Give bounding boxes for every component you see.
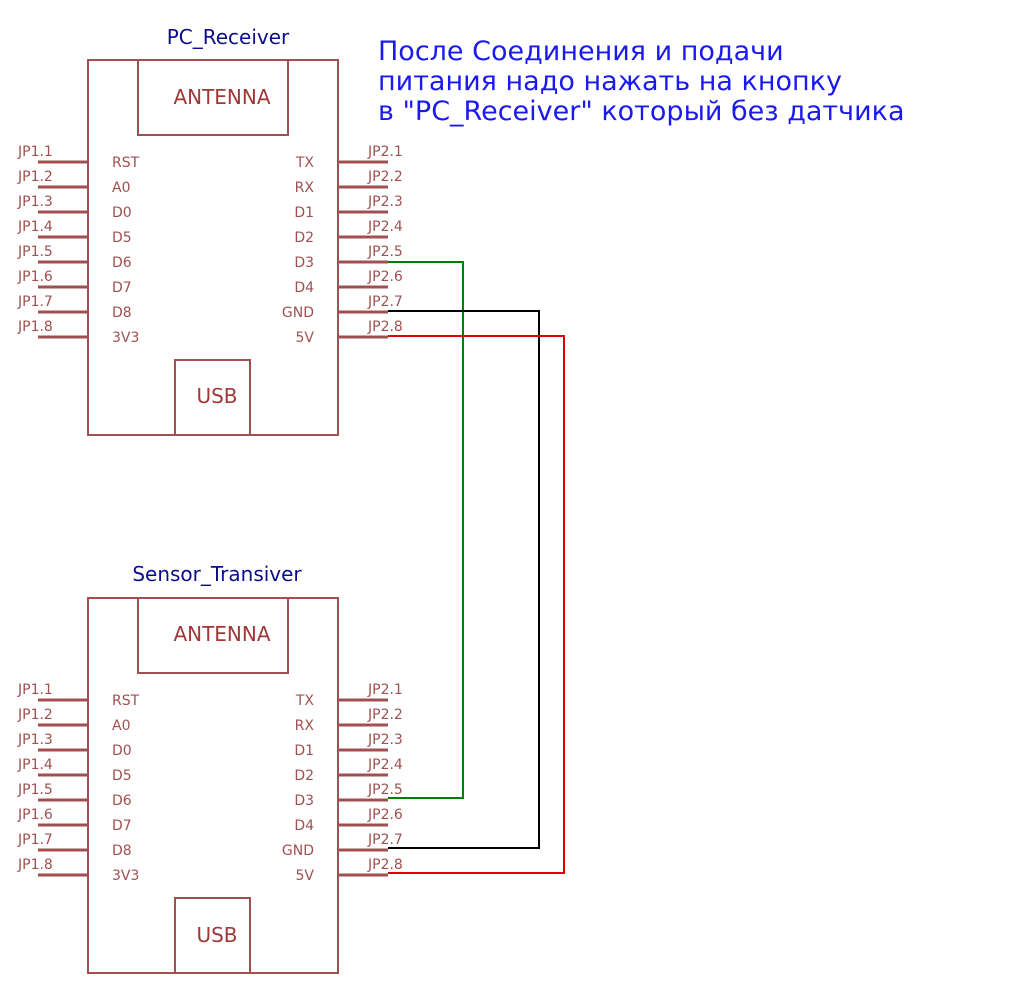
left-signal-label: RST [112,693,140,709]
pin-rows: JP1.1RSTJP2.1TXJP1.2A0JP2.2RXJP1.3D0JP2.… [17,682,403,884]
left-signal-label: D7 [112,280,132,296]
module-outline [87,59,339,436]
right-signal-label: GND [282,305,314,321]
right-pin-label: JP2.1 [367,144,403,160]
module-outline [87,597,339,974]
module-pc-receiver: PC_Receiver ANTENNA USB JP1.1RSTJP2.1TXJ… [17,25,403,436]
right-signal-label: TX [295,693,315,709]
left-pin-label: JP1.1 [17,144,53,160]
left-signal-label: D5 [112,230,132,246]
right-pin-label: JP2.1 [367,682,403,698]
right-signal-label: D3 [294,793,314,809]
left-pin-label: JP1.8 [17,319,53,335]
left-signal-label: 3V3 [112,330,139,346]
right-pin-label: JP2.4 [367,757,403,773]
right-pin-label: JP2.3 [367,194,403,210]
right-signal-label: RX [295,180,315,196]
right-pin-label: JP2.7 [367,294,403,310]
right-pin-label: JP2.5 [367,782,403,798]
left-pin-label: JP1.2 [17,169,53,185]
right-signal-label: RX [295,718,315,734]
right-signal-label: 5V [296,868,315,884]
antenna-label: ANTENNA [173,622,270,646]
usb-label: USB [196,923,237,947]
right-pin-label: JP2.7 [367,832,403,848]
right-pin-label: JP2.5 [367,244,403,260]
right-signal-label: D1 [294,205,314,221]
right-pin-label: JP2.6 [367,269,403,285]
right-pin-label: JP2.4 [367,219,403,235]
wire-d3 [388,261,464,799]
right-signal-label: D3 [294,255,314,271]
left-pin-label: JP1.7 [17,832,53,848]
left-pin-label: JP1.6 [17,269,53,285]
right-pin-label: JP2.6 [367,807,403,823]
left-signal-label: D6 [112,255,132,271]
module-title: PC_Receiver [167,25,290,49]
left-signal-label: 3V3 [112,868,139,884]
right-signal-label: GND [282,843,314,859]
antenna-block [137,59,289,136]
left-signal-label: D8 [112,305,132,321]
note-line-2: питания надо нажать на кнопку [378,66,842,97]
usb-block [174,359,251,436]
left-signal-label: D5 [112,768,132,784]
usb-block [174,897,251,974]
right-signal-label: D4 [294,280,314,296]
left-pin-label: JP1.8 [17,857,53,873]
right-signal-label: 5V [296,330,315,346]
left-pin-label: JP1.2 [17,707,53,723]
left-signal-label: D8 [112,843,132,859]
left-pin-label: JP1.4 [17,757,53,773]
wire-gnd [388,310,540,849]
left-pin-label: JP1.1 [17,682,53,698]
usb-label: USB [196,384,237,408]
antenna-label: ANTENNA [173,85,270,109]
left-pin-label: JP1.3 [17,732,53,748]
right-pin-label: JP2.8 [367,319,403,335]
note-line-3: в "PC_Receiver" который без датчика [378,96,905,127]
note-line-1: После Соединения и подачи [378,36,784,67]
right-pin-label: JP2.3 [367,732,403,748]
wire-5v [388,335,565,874]
left-signal-label: A0 [112,180,130,196]
left-pin-label: JP1.7 [17,294,53,310]
left-signal-label: D6 [112,793,132,809]
left-pin-label: JP1.4 [17,219,53,235]
left-signal-label: D7 [112,818,132,834]
left-pin-label: JP1.6 [17,807,53,823]
left-signal-label: A0 [112,718,130,734]
connection-wires [388,261,565,874]
left-pin-label: JP1.3 [17,194,53,210]
left-pin-label: JP1.5 [17,782,53,798]
left-signal-label: D0 [112,743,132,759]
right-signal-label: TX [295,155,315,171]
right-signal-label: D2 [294,768,314,784]
antenna-block [137,597,289,674]
pin-rows: JP1.1RSTJP2.1TXJP1.2A0JP2.2RXJP1.3D0JP2.… [17,144,403,346]
left-pin-label: JP1.5 [17,244,53,260]
left-signal-label: D0 [112,205,132,221]
right-signal-label: D1 [294,743,314,759]
right-signal-label: D4 [294,818,314,834]
left-signal-label: RST [112,155,140,171]
right-pin-label: JP2.8 [367,857,403,873]
right-pin-label: JP2.2 [367,169,403,185]
right-signal-label: D2 [294,230,314,246]
instruction-note: После Соединения и подачи питания надо н… [378,36,905,127]
right-pin-label: JP2.2 [367,707,403,723]
module-title: Sensor_Transiver [132,562,302,586]
